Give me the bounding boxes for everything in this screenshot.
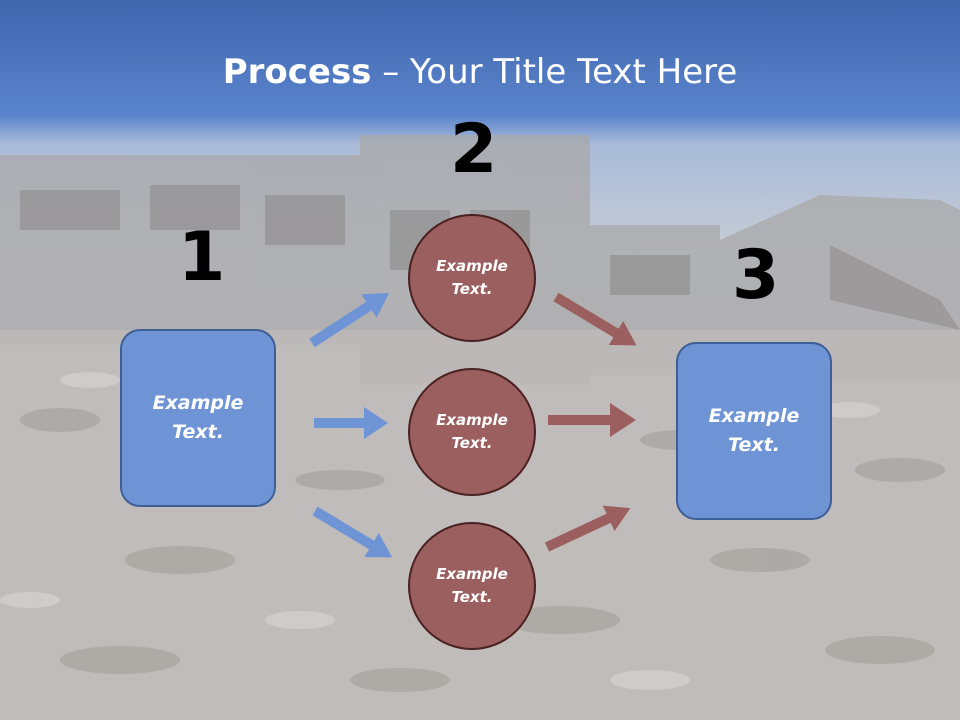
step-2-circle-top: Example Text.: [408, 214, 536, 342]
step-3-box: Example Text.: [676, 342, 832, 520]
arrow-box1-to-circle1: [309, 292, 390, 348]
arrow-circle2-to-box3: [548, 403, 636, 437]
arrow-circle3-to-box3: [544, 505, 631, 552]
slide-title: Process – Your Title Text Here: [222, 52, 738, 92]
step-2-circle-bottom: Example Text.: [408, 522, 536, 650]
step-1-box: Example Text.: [120, 329, 276, 507]
step-number-2: 2: [450, 110, 498, 189]
arrow-box1-to-circle3: [312, 506, 393, 558]
step-number-1: 1: [178, 218, 226, 297]
arrow-box1-to-circle2: [314, 407, 388, 439]
step-number-3: 3: [732, 236, 780, 315]
arrow-circle1-to-box3: [553, 292, 637, 346]
step-2-circle-middle: Example Text.: [408, 368, 536, 496]
